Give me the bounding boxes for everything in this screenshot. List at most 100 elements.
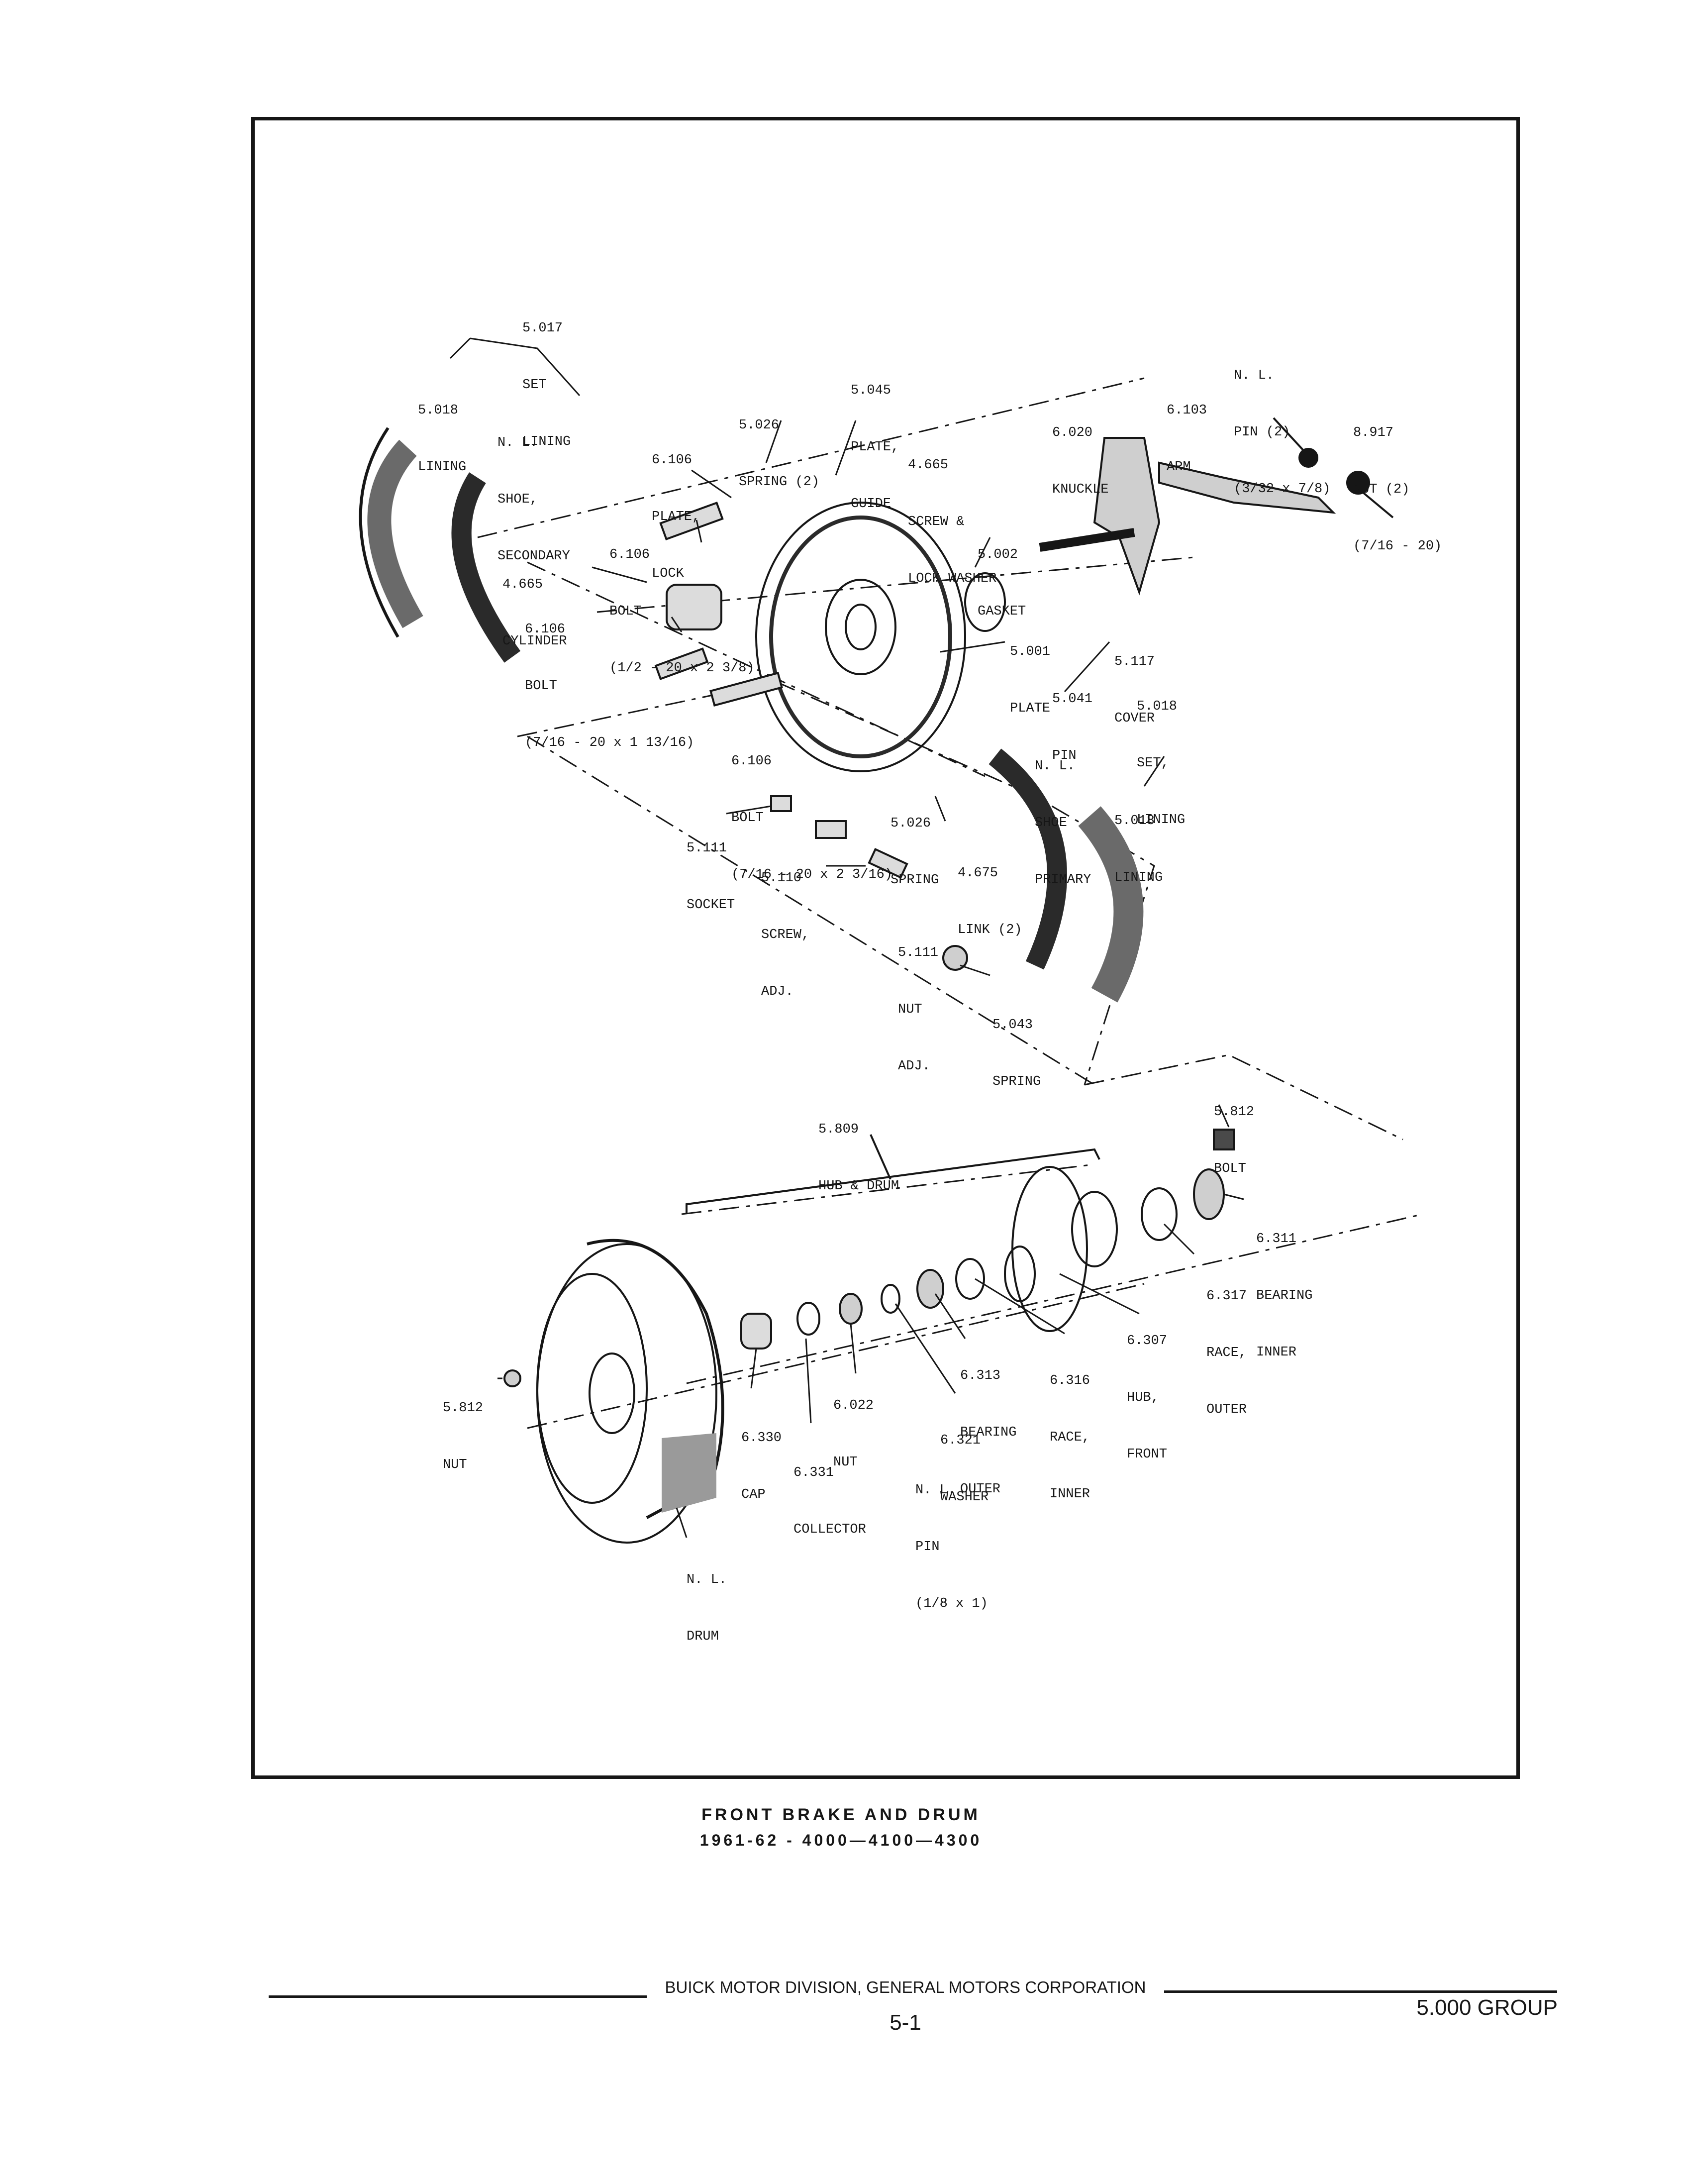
callout-text: 5.812 [443,1401,484,1416]
callout-text: PIN [915,1540,940,1555]
callout-text: SECONDARY [497,549,570,564]
callout-text: CAP [741,1487,766,1502]
callout-text: (7/16 - 20 x 2 3/16) [731,867,893,882]
callout-text: 5.809 [818,1122,859,1137]
callout-drum: N. L. DRUM [687,1533,727,1665]
callout-text: COLLECTOR [793,1522,866,1537]
callout-text: LINK (2) [958,923,1022,937]
callout-plate-lock: 6.106 PLATE, LOCK [652,413,700,602]
callout-text: INNER [1256,1345,1297,1360]
section-group: 5.000 GROUP [1416,1995,1558,2020]
callout-text: 5.043 [992,1018,1033,1033]
callout-text: NUT [443,1457,467,1472]
callout-text: 6.103 [1167,403,1207,418]
callout-plate: 5.001 PLATE [1010,605,1050,737]
callout-text: NUT [833,1455,858,1470]
callout-text: 5.018 [418,403,459,418]
callout-bolt-lower: 6.106 BOLT (7/16 - 20 x 2 3/16) [731,714,892,903]
callout-text: CYLINDER [502,634,567,649]
callout-spring-top: 5.026 SPRING (2) [739,378,819,511]
callout-text: SET [522,378,547,393]
callout-text: 6.307 [1127,1334,1168,1349]
callout-hub-drum: 5.809 HUB & DRUM [818,1082,899,1215]
callout-text: BOLT [731,811,764,826]
callout-pin-middle: 5.041 PIN [1052,652,1092,784]
callout-hub-front: 6.307 HUB, FRONT [1127,1294,1167,1483]
callout-plate-guide: 5.045 PLATE, GUIDE [851,343,899,532]
callout-text: (7/16 - 20 x 1 13/16) [525,735,694,750]
callout-lining-right: 5.018 LINING [1114,774,1163,906]
callout-race-outer: 6.317 RACE, OUTER [1206,1249,1247,1438]
callout-nut-top: 8.917 NUT (2) (7/16 - 20) [1353,386,1442,575]
callout-text: 4.675 [958,866,998,881]
callout-bearing-outer: 6.313 BEARING OUTER [960,1329,1016,1518]
callout-text: (1/8 x 1) [915,1596,988,1611]
callout-text: PIN (2) [1234,425,1290,440]
footer-rule-left [269,1995,647,1998]
callout-text: LINING [1137,813,1186,828]
callout-nut-adj: 5.111 NUT ADJ. [898,906,938,1095]
callout-text: SHOE [1035,816,1067,831]
callout-text: OUTER [960,1482,1001,1497]
callout-pin-cotter: N. L. PIN (1/8 x 1) [915,1443,988,1632]
footer-rule-right [1164,1990,1557,1993]
callout-text: PLATE, [851,440,899,455]
callout-bolt-middle: 6.106 BOLT (7/16 - 20 x 1 13/16) [525,582,694,771]
callout-text: ARM [1167,460,1191,475]
callout-shoe-secondary: N. L. SHOE, SECONDARY [497,396,570,585]
callout-gasket: 5.002 GASKET [978,508,1026,640]
callout-text: 5.045 [851,383,891,398]
callout-text: SCREW, [761,928,810,942]
callout-cover: 5.117 COVER [1114,615,1155,747]
callout-text: 5.026 [739,418,780,433]
callout-link: 4.675 LINK (2) [958,826,1022,958]
callout-text: GUIDE [851,497,891,512]
callout-text: FRONT [1127,1447,1168,1462]
callout-race-inner: 6.316 RACE, INNER [1050,1334,1090,1523]
callout-text: (3/32 x 7/8) [1234,482,1331,497]
callout-text: 6.106 [609,547,650,562]
callout-text: OUTER [1206,1402,1247,1417]
callout-set-lining-right: 5.018 SET, LINING [1137,659,1185,848]
callout-text: PIN [1052,748,1077,763]
callout-text: NUT (2) [1353,482,1410,497]
callout-nut-spindle: 6.022 NUT [833,1358,874,1491]
callout-text: SHOE, [497,492,538,507]
callout-text: 4.665 [502,577,543,592]
callout-text: N. L. [497,435,538,450]
callout-text: BOLT [1214,1161,1246,1176]
callout-text: (7/16 - 20) [1353,539,1442,554]
callout-text: 5.017 [522,321,563,336]
callout-text: 6.331 [793,1465,834,1480]
callout-text: 6.321 [940,1433,981,1448]
callout-text: 5.111 [898,945,939,960]
callout-text: NUT [898,1002,922,1017]
callout-text: 5.812 [1214,1105,1255,1120]
callout-text: 6.311 [1256,1232,1297,1247]
callout-text: (1/2 - 20 x 2 3/8) [609,661,755,676]
callout-text: INNER [1050,1487,1090,1502]
callout-text: 6.106 [652,453,693,468]
callout-socket: 5.111 SOCKET [687,801,735,934]
callout-text: SOCKET [687,898,735,913]
callout-text: 6.330 [741,1431,782,1446]
callout-bolt-hub: 5.812 BOLT [1214,1065,1254,1197]
callout-text: LINING [418,460,467,475]
callout-text: RACE, [1050,1430,1090,1445]
callout-text: PLATE [1010,701,1051,716]
callout-text: BOLT [525,679,557,694]
callout-text: N. L. [687,1572,727,1587]
diagram-frame [251,117,1520,1779]
footer-organization: BUICK MOTOR DIVISION, GENERAL MOTORS COR… [665,1978,1146,1996]
callout-text: 6.106 [525,622,566,637]
callout-text: 5.111 [687,841,727,856]
callout-text: PRIMARY [1035,872,1091,887]
callout-text: ADJ. [898,1059,930,1074]
callout-text: 5.002 [978,547,1018,562]
callout-spring-lower: 5.026 SPRING [890,776,939,909]
callout-bolt-upper: 6.106 BOLT (1/2 - 20 x 2 3/8) [609,508,755,697]
callout-text: SPRING (2) [739,475,820,490]
callout-screw-lock-washer: 4.665 SCREW & LOCK WASHER [908,418,996,607]
figure-title: FRONT BRAKE AND DRUM [701,1805,981,1824]
callout-text: COVER [1114,711,1155,726]
